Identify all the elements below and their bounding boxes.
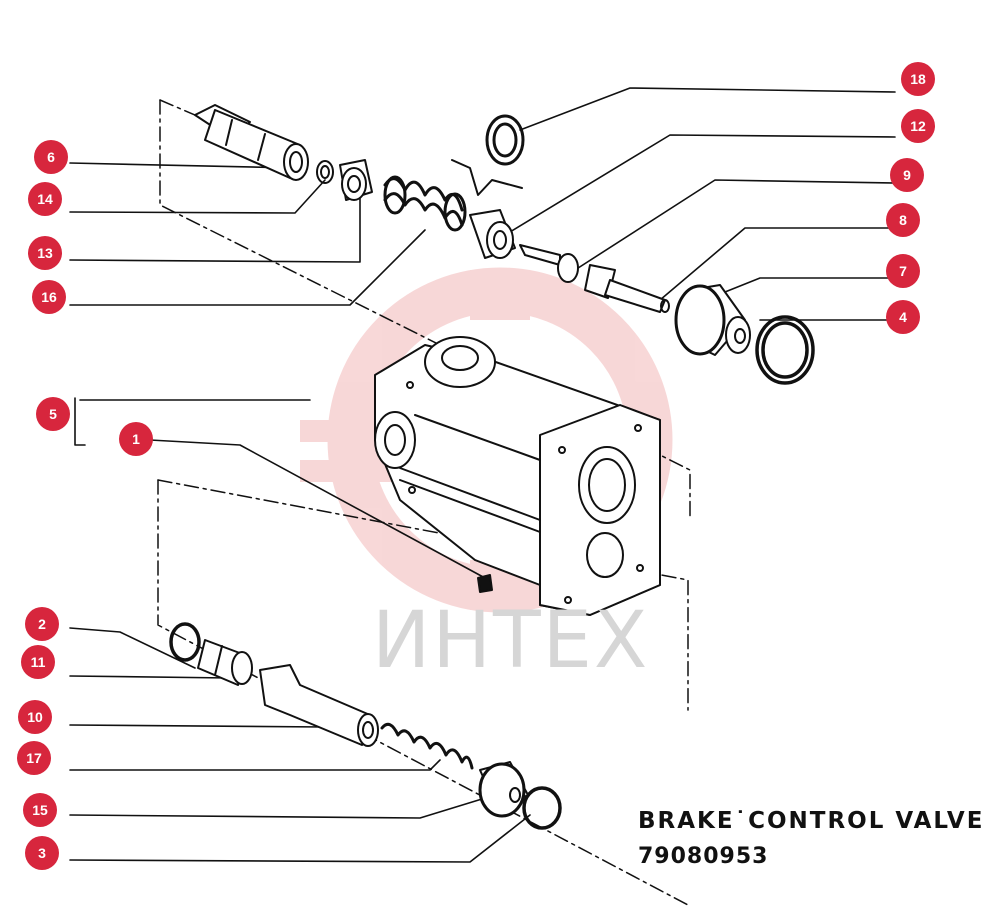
callout-7[interactable]: 7 xyxy=(886,254,920,288)
callout-9[interactable]: 9 xyxy=(890,158,924,192)
part-8-plunger xyxy=(584,264,670,313)
callout-8[interactable]: 8 xyxy=(886,203,920,237)
part-1-plug xyxy=(477,574,493,593)
part-15-plug xyxy=(478,761,529,818)
callout-18[interactable]: 18 xyxy=(901,62,935,96)
callout-11[interactable]: 11 xyxy=(21,645,55,679)
part-12-sleeve xyxy=(469,209,516,259)
part-11-sleeve xyxy=(197,639,253,686)
callout-12[interactable]: 12 xyxy=(901,109,935,143)
part-3-o-ring xyxy=(522,786,562,830)
callout-13[interactable]: 13 xyxy=(28,236,62,270)
callout-15[interactable]: 15 xyxy=(23,793,57,827)
part-14-ring xyxy=(316,160,334,184)
part-16-spring xyxy=(383,175,467,232)
callout-6[interactable]: 6 xyxy=(34,140,68,174)
callout-1[interactable]: 1 xyxy=(119,422,153,456)
part-9-pin xyxy=(519,244,579,283)
leader-lines xyxy=(69,87,896,863)
callout-10[interactable]: 10 xyxy=(18,700,52,734)
upper-spool-assembly xyxy=(194,104,309,181)
part-5-valve-body xyxy=(374,336,661,616)
callout-5[interactable]: 5 xyxy=(36,397,70,431)
callout-2[interactable]: 2 xyxy=(25,607,59,641)
part-2-o-ring xyxy=(169,622,201,662)
part-18-ring xyxy=(485,114,525,166)
callout-16[interactable]: 16 xyxy=(32,280,66,314)
part-number: 79080953 xyxy=(638,844,769,869)
part-4-o-ring xyxy=(755,315,815,385)
break-symbol xyxy=(451,159,523,196)
diagram-title: BRAKE˙CONTROL VALVE xyxy=(638,808,985,834)
callout-3[interactable]: 3 xyxy=(25,836,59,870)
callout-4[interactable]: 4 xyxy=(886,300,920,334)
part-17-spring xyxy=(380,722,474,770)
part-13-spring-seat xyxy=(339,159,373,201)
part-10-spool xyxy=(259,664,379,747)
callout-14[interactable]: 14 xyxy=(28,182,62,216)
watermark-text: ИНТЕХ xyxy=(372,596,650,686)
part-7-plug xyxy=(674,284,751,356)
callout-17[interactable]: 17 xyxy=(17,741,51,775)
